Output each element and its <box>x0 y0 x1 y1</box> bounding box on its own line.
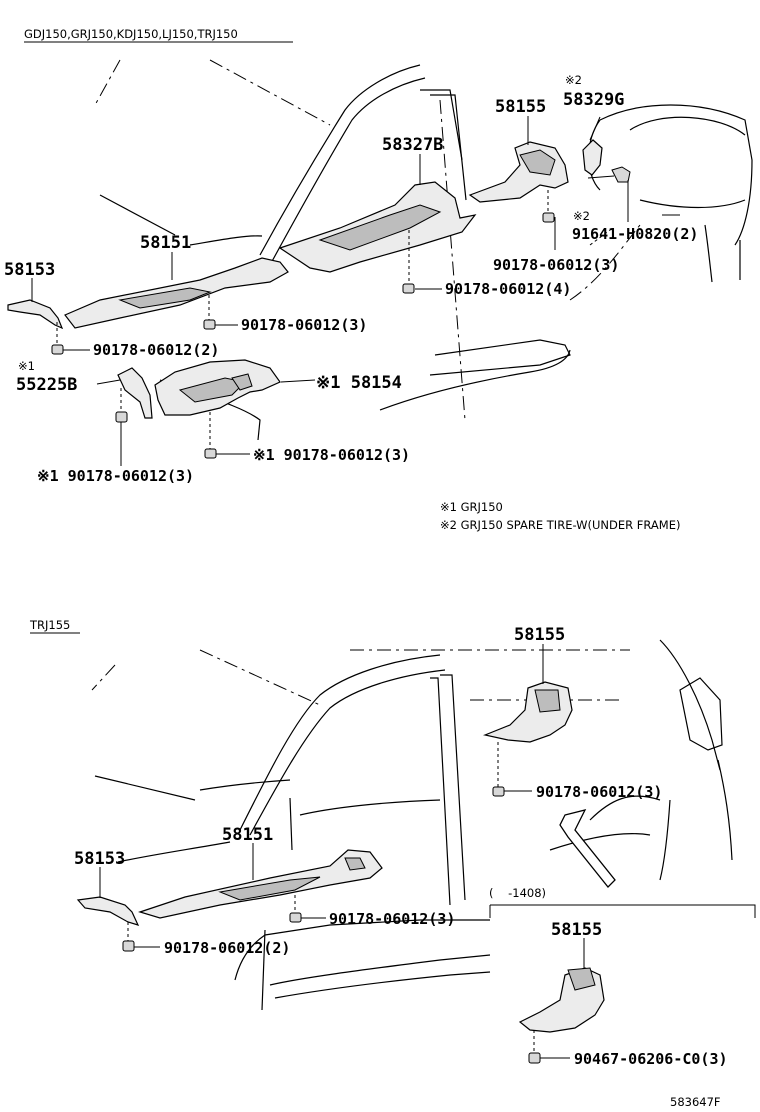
label-bolt-note: ※2 <box>573 209 590 223</box>
part-55225b-shape <box>117 367 153 419</box>
clip-icon <box>542 212 555 223</box>
nut-icon <box>528 1052 541 1064</box>
label-58329g-note: ※2 <box>565 73 582 87</box>
label-nut-90467: 90467-06206-C0(3) <box>574 1050 728 1068</box>
part-58151-shape-2 <box>138 849 383 919</box>
label-clip-c: 90178-06012(3) <box>241 316 367 334</box>
label-clip-f: ※1 90178-06012(3) <box>37 467 194 485</box>
part-58154-shape <box>154 359 281 416</box>
clip-icon <box>204 448 217 459</box>
part-58329g-shape <box>582 116 603 176</box>
clip-icon <box>402 283 415 294</box>
part-58155-inset-shape <box>518 967 605 1033</box>
label-58329g: 58329G <box>563 90 624 110</box>
label-clip-b-2: 90178-06012(3) <box>329 910 455 928</box>
part-58153-shape <box>7 299 64 330</box>
label-58151: 58151 <box>140 233 191 253</box>
bolt-icon <box>611 166 631 183</box>
clip-icon <box>115 411 128 423</box>
note-2: ※2 GRJ150 SPARE TIRE-W(UNDER FRAME) <box>440 518 680 532</box>
label-clip-d: 90178-06012(2) <box>93 341 219 359</box>
figure-code: 583647F <box>670 1095 721 1109</box>
clip-icon <box>122 940 135 952</box>
label-55225b: 55225B <box>16 375 77 395</box>
label-58153: 58153 <box>4 260 55 280</box>
clip-icon <box>289 912 302 923</box>
label-58155-inset: 58155 <box>551 920 602 940</box>
leaders-section-2 <box>99 644 585 1059</box>
label-55225b-note: ※1 <box>18 359 35 373</box>
section-2-model-header: TRJ155 <box>29 618 70 632</box>
clip-icon <box>203 319 216 330</box>
label-clip-c-2: 90178-06012(2) <box>164 939 290 957</box>
note-1: ※1 GRJ150 <box>440 500 503 514</box>
part-58327b-shape <box>278 181 477 273</box>
section-2: TRJ155 <box>29 618 756 1068</box>
label-clip-a-2: 90178-06012(3) <box>536 783 662 801</box>
part-58155-shape <box>468 141 569 203</box>
label-clip-a: 90178-06012(3) <box>493 256 619 274</box>
clip-icon <box>51 344 64 355</box>
label-range: ( -1408) <box>489 886 546 900</box>
label-bolt-91641: 91641-H0820(2) <box>572 225 698 243</box>
inset-frame <box>490 904 756 918</box>
label-clip-b: 90178-06012(4) <box>445 280 571 298</box>
section-1-model-header: GDJ150,GRJ150,KDJ150,LJ150,TRJ150 <box>24 27 238 41</box>
label-58155-2: 58155 <box>514 625 565 645</box>
clip-icon <box>492 786 505 797</box>
part-58155-shape-2 <box>482 681 573 743</box>
leaders-section-1 <box>31 116 629 466</box>
label-clip-e: ※1 90178-06012(3) <box>253 446 410 464</box>
part-58151-shape <box>64 257 289 329</box>
part-58153-shape-2 <box>76 896 140 926</box>
label-58154: ※1 58154 <box>316 373 402 393</box>
direction-arrow <box>559 809 616 888</box>
label-58151-2: 58151 <box>222 825 273 845</box>
label-58155: 58155 <box>495 97 546 117</box>
label-58327b: 58327B <box>382 135 443 155</box>
label-58153-2: 58153 <box>74 849 125 869</box>
section-1: GDJ150,GRJ150,KDJ150,LJ150,TRJ150 <box>4 27 753 532</box>
